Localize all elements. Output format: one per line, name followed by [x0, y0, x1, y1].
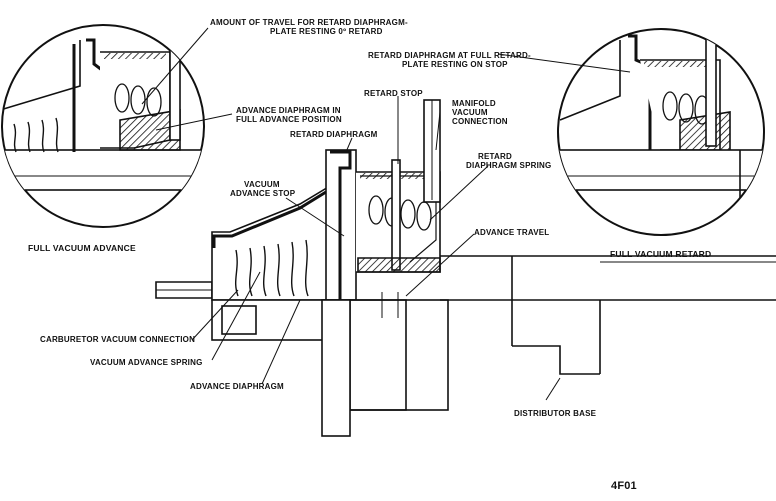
- label-manifold-vacuum: MANIFOLD VACUUM CONNECTION: [452, 99, 508, 126]
- label-advance-position: ADVANCE DIAPHRAGM IN FULL ADVANCE POSITI…: [236, 106, 342, 124]
- label-retard-diaphragm: RETARD DIAPHRAGM: [290, 130, 378, 139]
- label-advance-spring: VACUUM ADVANCE SPRING: [90, 358, 203, 367]
- advance-spring-coils: [235, 239, 309, 297]
- caption-full-vacuum-advance: FULL VACUUM ADVANCE: [28, 243, 136, 253]
- label-retard-stop: RETARD STOP: [364, 89, 423, 98]
- detail-circle-full-vacuum-retard: [557, 28, 765, 236]
- label-distributor-base: DISTRIBUTOR BASE: [514, 409, 597, 418]
- leader-lines: [141, 27, 631, 401]
- label-advance-stop: VACUUM ADVANCE STOP: [230, 180, 296, 198]
- label-retard-spring: RETARD DIAPHRAGM SPRING: [466, 152, 552, 170]
- detail-circle-full-vacuum-advance: [1, 24, 205, 228]
- label-carburetor-connection: CARBURETOR VACUUM CONNECTION: [40, 335, 196, 344]
- main-section-view: [155, 99, 776, 437]
- label-advance-travel: ADVANCE TRAVEL: [474, 228, 550, 237]
- label-advance-diaphragm: ADVANCE DIAPHRAGM: [190, 382, 284, 391]
- label-retard-full: RETARD DIAPHRAGM AT FULL RETARD- PLATE R…: [368, 51, 531, 69]
- figure-code: 4F01: [611, 480, 637, 492]
- caption-full-vacuum-retard: FULL VACUUM RETARD: [610, 249, 712, 259]
- label-retard-travel: AMOUNT OF TRAVEL FOR RETARD DIAPHRAGM- P…: [210, 18, 408, 36]
